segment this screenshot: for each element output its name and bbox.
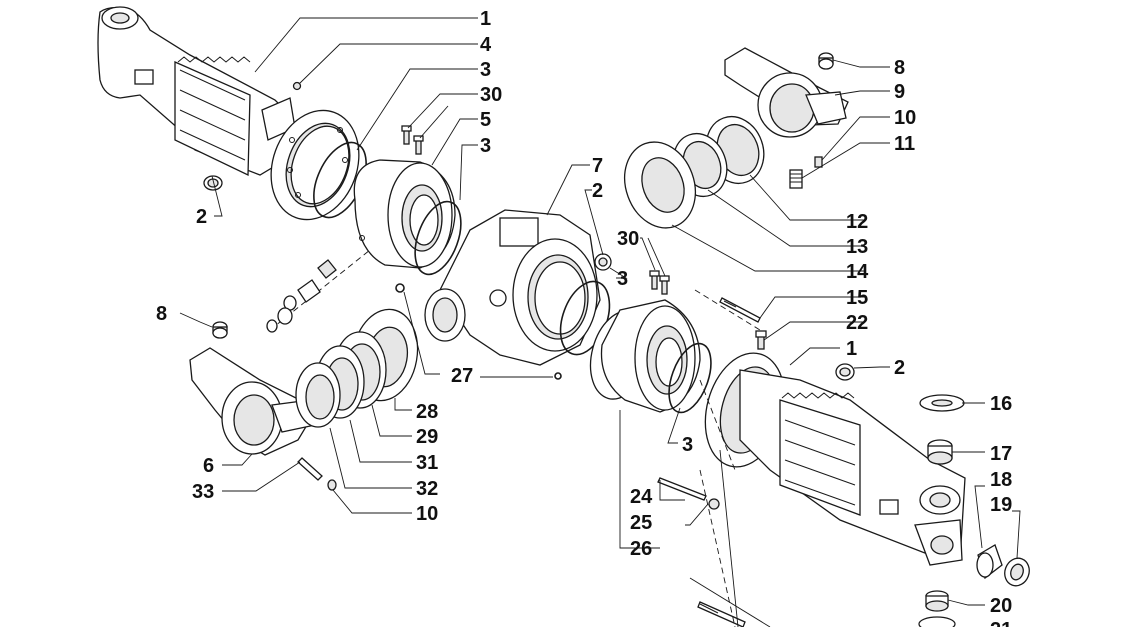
callout-25: 25 <box>630 512 652 534</box>
bearing-housing-5 <box>353 159 456 269</box>
left-axle-housing <box>97 6 296 177</box>
bolt-15 <box>719 297 761 323</box>
callout-8-top: 8 <box>894 57 905 79</box>
washer-21 <box>918 616 956 627</box>
callout-27: 27 <box>451 365 473 387</box>
bolt-11 <box>789 169 803 189</box>
callout-labels: 1 4 3 30 5 3 7 2 2 3 30 8 9 10 11 12 13 … <box>156 8 1012 627</box>
callout-4: 4 <box>480 34 492 56</box>
bearing-rings-12-13-14 <box>624 115 765 229</box>
callout-26: 26 <box>630 538 652 560</box>
callout-6: 6 <box>203 455 214 477</box>
plug-2-left <box>203 175 223 191</box>
leader-lines <box>179 17 1021 627</box>
bushing-20 <box>925 590 949 612</box>
callout-9: 9 <box>894 81 905 103</box>
callout-2-middle: 2 <box>592 180 603 202</box>
callout-10-bottom: 10 <box>416 503 438 525</box>
callout-19: 19 <box>990 494 1012 516</box>
seal-19 <box>1004 557 1030 587</box>
callout-30-middle: 30 <box>617 228 639 250</box>
callout-3-right: 3 <box>617 268 628 290</box>
washer-16 <box>919 394 965 412</box>
small-ring-27-a <box>395 283 405 293</box>
callout-17: 17 <box>990 443 1012 465</box>
callout-1-right: 1 <box>846 338 857 360</box>
nut-25 <box>708 498 720 510</box>
central-pivot-housing-7 <box>424 209 601 366</box>
bushing-set-left <box>266 249 371 333</box>
small-ring-27-b <box>554 372 562 380</box>
callout-24: 24 <box>630 486 653 508</box>
right-axle-housing <box>704 352 966 566</box>
bushing-8-upper <box>818 52 834 70</box>
pin-24 <box>657 477 707 501</box>
callout-2-right: 2 <box>894 357 905 379</box>
bearing-housing-right <box>589 299 701 413</box>
grease-nipple-10-upper <box>814 156 823 168</box>
callout-21: 21 <box>990 619 1012 627</box>
callout-7: 7 <box>592 155 603 177</box>
o-ring-3-lower <box>668 342 712 414</box>
grease-nipples-30-middle <box>649 270 670 295</box>
callout-1-top: 1 <box>480 8 491 30</box>
callout-3-top: 3 <box>480 59 491 81</box>
bolt-33 <box>297 457 323 481</box>
callout-16: 16 <box>990 393 1012 415</box>
grease-nipple-10-lower <box>327 479 337 491</box>
callout-3-middle: 3 <box>480 135 491 157</box>
callout-18: 18 <box>990 469 1012 491</box>
callout-3-bottom: 3 <box>682 434 693 456</box>
bushing-18 <box>976 544 1003 580</box>
callout-13: 13 <box>846 236 868 258</box>
callout-32: 32 <box>416 478 438 500</box>
plug-4 <box>292 81 302 91</box>
callout-12: 12 <box>846 211 868 233</box>
bushing-8-lower <box>212 321 228 339</box>
callout-2-left: 2 <box>196 206 207 228</box>
pin-22 <box>755 330 767 350</box>
bushing-17 <box>927 439 953 465</box>
callout-5: 5 <box>480 109 491 131</box>
bearing-rings-28-29-31-32 <box>295 308 419 428</box>
callout-10-top: 10 <box>894 107 916 129</box>
trunnion-cap-6 <box>189 347 316 456</box>
callout-28: 28 <box>416 401 438 423</box>
plug-2-middle <box>594 253 612 271</box>
o-ring-3-middle <box>414 200 462 276</box>
callout-22: 22 <box>846 312 868 334</box>
callout-29: 29 <box>416 426 438 448</box>
callout-31: 31 <box>416 452 438 474</box>
left-housing-flange <box>270 109 360 221</box>
callout-15: 15 <box>846 287 868 309</box>
callout-11: 11 <box>894 133 915 155</box>
callout-14: 14 <box>846 261 869 283</box>
callout-8-left: 8 <box>156 303 167 325</box>
callout-33: 33 <box>192 481 214 503</box>
grease-nipples-30-upper <box>401 125 424 155</box>
trunnion-cap-9 <box>724 47 849 138</box>
callout-30-top: 30 <box>480 84 502 106</box>
plug-2-right <box>835 363 855 381</box>
callout-20: 20 <box>990 595 1012 617</box>
